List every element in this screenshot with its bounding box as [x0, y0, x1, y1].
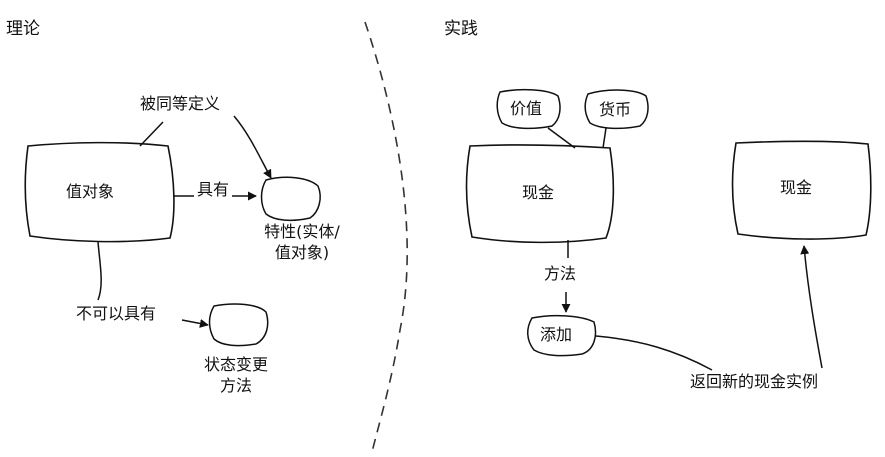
traits-label-line2: 值对象)	[274, 243, 330, 262]
currency-label: 货币	[599, 100, 632, 119]
state-change-blob	[208, 303, 269, 347]
cannot-have-arrow	[181, 319, 209, 328]
cash-label: 现金	[522, 183, 555, 202]
traits-label-line1: 特性(实体/	[264, 222, 340, 241]
cash-box	[465, 144, 615, 244]
cash-new-box	[731, 140, 872, 240]
currency-blob	[584, 89, 649, 130]
return-arrow	[800, 245, 823, 369]
defined-equal-arrow	[233, 115, 272, 179]
currency-link	[602, 127, 607, 149]
cannot-have-label: 不可以具有	[76, 304, 157, 323]
value-object-label: 值对象	[66, 182, 115, 201]
value-object-box	[24, 141, 175, 243]
value-blob	[496, 88, 561, 130]
value-label: 价值	[510, 99, 543, 118]
cash-new-label: 现金	[780, 178, 813, 197]
add-blob	[527, 314, 597, 357]
section-divider	[364, 21, 408, 453]
add-label: 添加	[540, 325, 573, 344]
return-new-label: 返回新的现金实例	[690, 372, 819, 391]
value-link	[547, 127, 576, 149]
defined-equal-link	[139, 121, 164, 147]
return-link	[595, 335, 713, 371]
has-label: 具有	[197, 180, 230, 199]
state-change-label-line1: 状态变更	[203, 355, 268, 374]
state-change-label-line2: 方法	[219, 376, 252, 395]
practice-section-title: 实践	[444, 19, 478, 39]
traits-blob	[260, 176, 321, 222]
theory-section-title: 理论	[6, 19, 40, 39]
method-label: 方法	[544, 264, 577, 283]
defined-equal-label: 被同等定义	[140, 94, 221, 113]
cannot-have-link	[97, 241, 102, 301]
